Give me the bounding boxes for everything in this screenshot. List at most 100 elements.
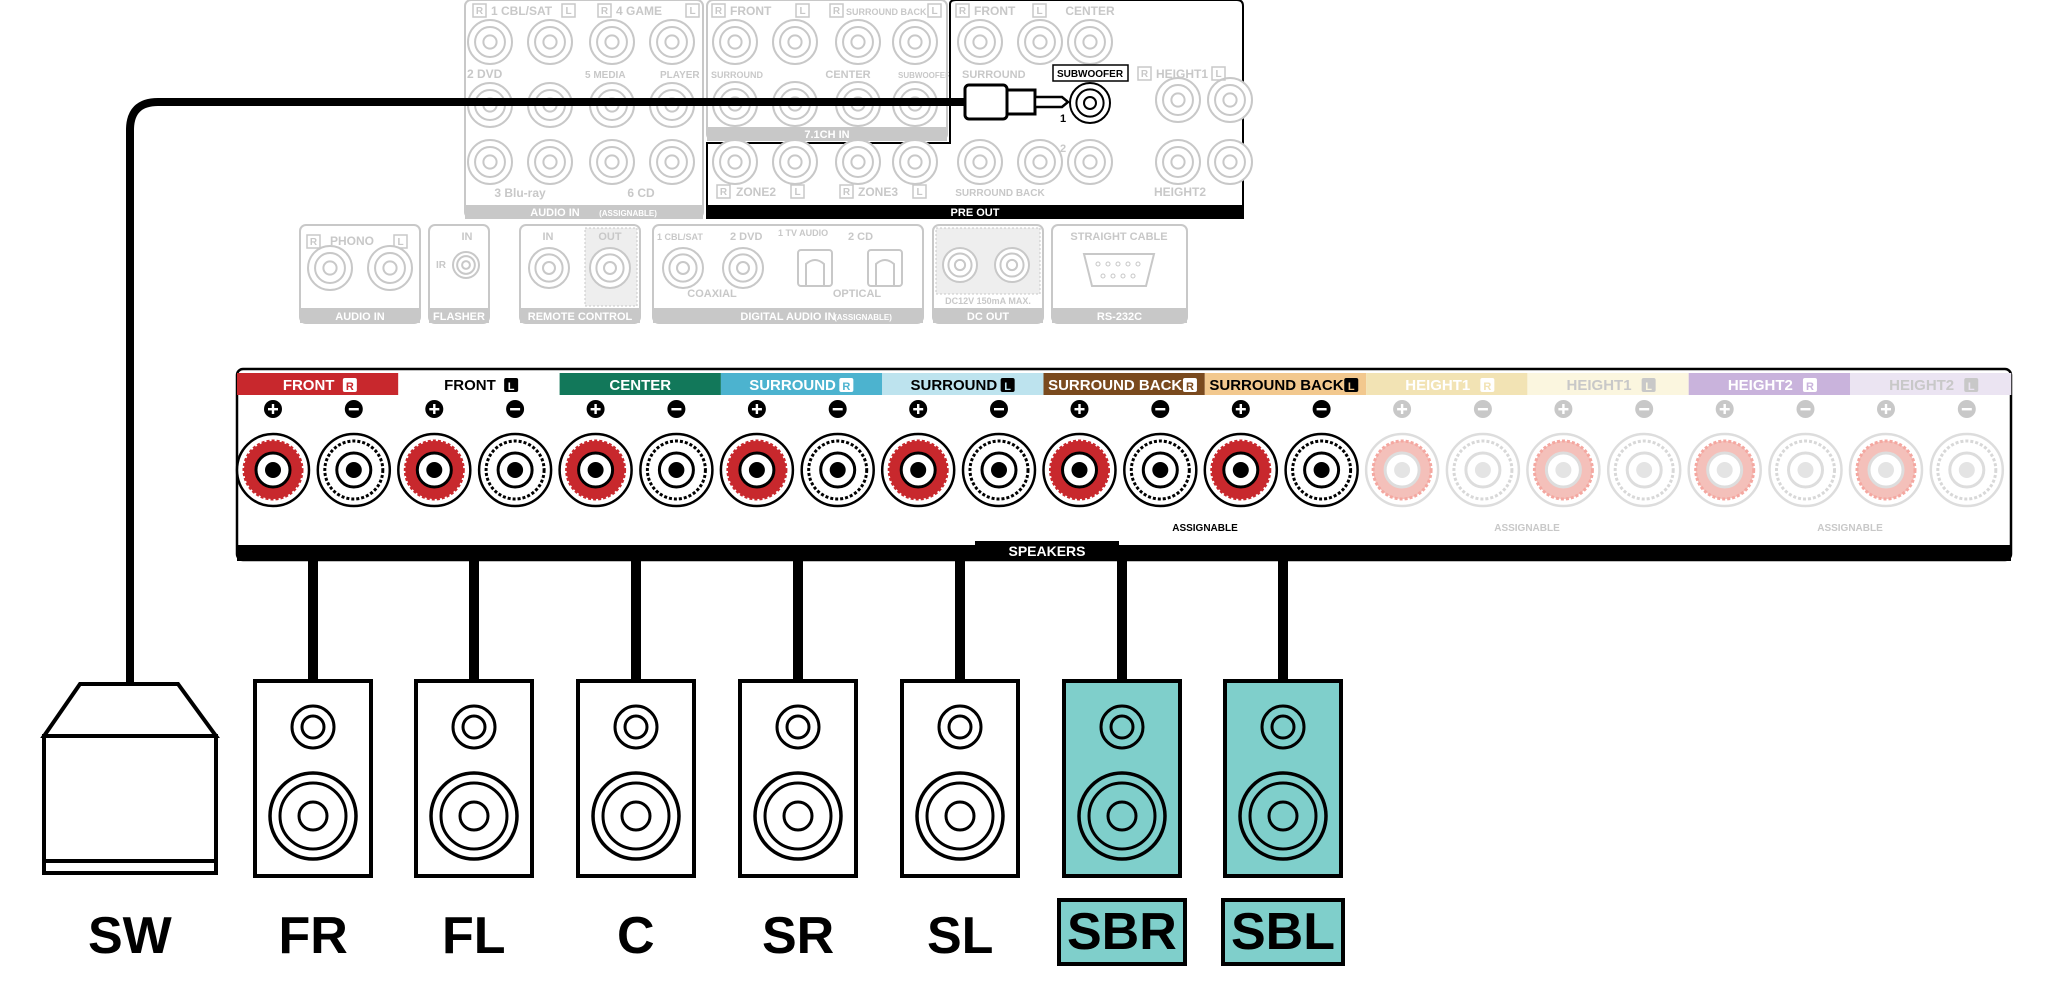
remote-out-label: OUT — [598, 231, 622, 243]
pre-out-surround-back: SURROUND BACK — [955, 188, 1045, 199]
tweeter-center-sbl — [1270, 714, 1296, 740]
rca-plug-tip — [1033, 95, 1070, 109]
pre-out-number-1: 1 — [1060, 113, 1066, 125]
channel-label-7: HEIGHT1 — [1405, 377, 1470, 394]
phono-jack-r-ring — [314, 252, 346, 284]
binding-post-hole-0-0 — [265, 462, 281, 478]
rca-plug-body — [963, 83, 1009, 121]
seven-one-l-tag-2 — [927, 3, 942, 18]
seven-one-jack-2-ring — [842, 26, 874, 58]
seven-one-front: FRONT — [730, 4, 772, 18]
binding-post-hole-1-0 — [426, 462, 443, 478]
optical-port-1 — [797, 249, 833, 287]
tweeter-center-sbr — [1109, 714, 1135, 740]
assignable-label-1: ASSIGNABLE — [1172, 523, 1238, 534]
sign-minus-1-1 — [510, 408, 521, 411]
binding-post-hole-6-1 — [1313, 462, 1330, 478]
remote-in-jack-ring — [534, 253, 564, 283]
sign-minus-0-1 — [348, 408, 359, 411]
binding-post-hole-7-0 — [1394, 462, 1411, 478]
rs232c-pin-bottom-3 — [1130, 273, 1136, 279]
pre-out-footer: PRE OUT — [951, 207, 1000, 219]
pre-out-jack-2-ring — [1074, 26, 1106, 58]
seven-one-in-footer-bar — [707, 127, 947, 141]
sign-plus-bar-3-0 — [755, 404, 759, 414]
woofer-sr — [753, 771, 843, 861]
speaker-cabinet-fl — [414, 679, 534, 878]
audio-in-jack-0-ring — [474, 26, 506, 58]
sign-plus-bar-2-0 — [594, 404, 597, 414]
pre-out-jack-5-pin — [972, 154, 988, 170]
zone-jack-1-ring — [779, 146, 811, 178]
audio-in-jack-0-pin — [482, 34, 498, 50]
channel-header-2 — [559, 373, 721, 395]
audio-in-jack-9-pin — [542, 154, 558, 170]
zone2-l-tag — [790, 184, 805, 199]
digital-note: (ASSIGNABLE) — [834, 313, 892, 322]
pre-out-number-2: 2 — [1060, 143, 1066, 155]
dc-out-spec: DC12V 150mA MAX. — [945, 296, 1031, 306]
subwoofer-jack-ring — [1075, 88, 1105, 118]
sign-minus-3-1 — [832, 408, 843, 411]
binding-post-hole-10-1 — [1958, 462, 1975, 478]
speaker-cabinet-sbr — [1062, 679, 1182, 878]
sign-plus-bar-0-0 — [271, 404, 275, 414]
binding-post-hole-5-0 — [1071, 462, 1088, 478]
digital-label-3: 1 TV AUDIO — [778, 228, 828, 238]
binding-post-hole-9-0 — [1716, 462, 1733, 478]
phono-jack-r-pin — [322, 260, 338, 276]
audio-in-label-5: 5 MEDIA — [585, 70, 626, 81]
seven-one-jack-1-pin — [787, 34, 803, 50]
phono-box-footer: AUDIO IN — [335, 311, 385, 323]
channel-side-4: L — [1004, 381, 1011, 393]
woofer-cap-sbl — [1267, 800, 1299, 832]
tweeter-c — [613, 704, 659, 750]
channel-label-10: HEIGHT2 — [1889, 377, 1954, 394]
pre-out-jack-5-ring — [964, 146, 996, 178]
rs232c-port — [1082, 253, 1156, 287]
optical-port-2-shape — [875, 259, 895, 286]
woofer-cap-fl — [458, 800, 490, 832]
tweeter-sr — [775, 704, 821, 750]
speaker-label-sbr: SBR — [1057, 898, 1187, 966]
woofer-surround-sl — [925, 781, 995, 851]
zone2-r-tag — [716, 184, 731, 199]
seven-one-jack-3-ring — [899, 26, 931, 58]
coaxial-jack-1-ring — [668, 253, 698, 283]
seven-one-jack-0-ring — [719, 26, 751, 58]
pre-out-footer-bar — [707, 205, 1243, 219]
subwoofer-body — [42, 734, 218, 874]
woofer-surround-sr — [763, 781, 833, 851]
rs232c-pin-bottom-2 — [1120, 273, 1126, 279]
audio-in-jack-2-pin — [604, 34, 620, 50]
optical-label: OPTICAL — [833, 288, 882, 300]
binding-post-hole-8-1 — [1636, 462, 1653, 478]
woofer-surround-fr — [278, 781, 348, 851]
seven-one-jack-2-pin — [850, 34, 866, 50]
dc-out-jack-1-pin — [953, 258, 967, 272]
pre-out-jack-7-ring — [1074, 146, 1106, 178]
speakers — [40, 679, 1343, 878]
channel-side-box-5 — [1182, 378, 1197, 392]
woofer-cap-c — [620, 800, 652, 832]
zone-jack-0-pin — [727, 154, 743, 170]
tweeter-fl — [451, 704, 497, 750]
pre-out-center: CENTER — [1065, 4, 1115, 18]
zone3-r-tag — [839, 184, 854, 199]
seven-one-jack-3-pin — [907, 34, 923, 50]
pre-out-jack-6-ring — [1024, 146, 1056, 178]
phono-jack-l-pin — [382, 260, 398, 276]
seven-one-jack-0-pin — [727, 34, 743, 50]
assignable-label-3: ASSIGNABLE — [1817, 523, 1883, 534]
speaker-label-fr: FR — [278, 907, 348, 965]
flasher-box-footer-bar — [429, 308, 489, 323]
phono-box-footer-bar — [300, 308, 420, 323]
pre-out-jack-2-pin — [1082, 34, 1098, 50]
rs232c-pin-top-4 — [1135, 261, 1141, 267]
audio-in-r-tag-letter: R — [476, 6, 484, 17]
tweeter-fr — [290, 704, 336, 750]
sign-plus-bar-8-0 — [1562, 404, 1565, 414]
woofer-fl — [429, 771, 519, 861]
sign-minus-10-1 — [1961, 408, 1972, 411]
